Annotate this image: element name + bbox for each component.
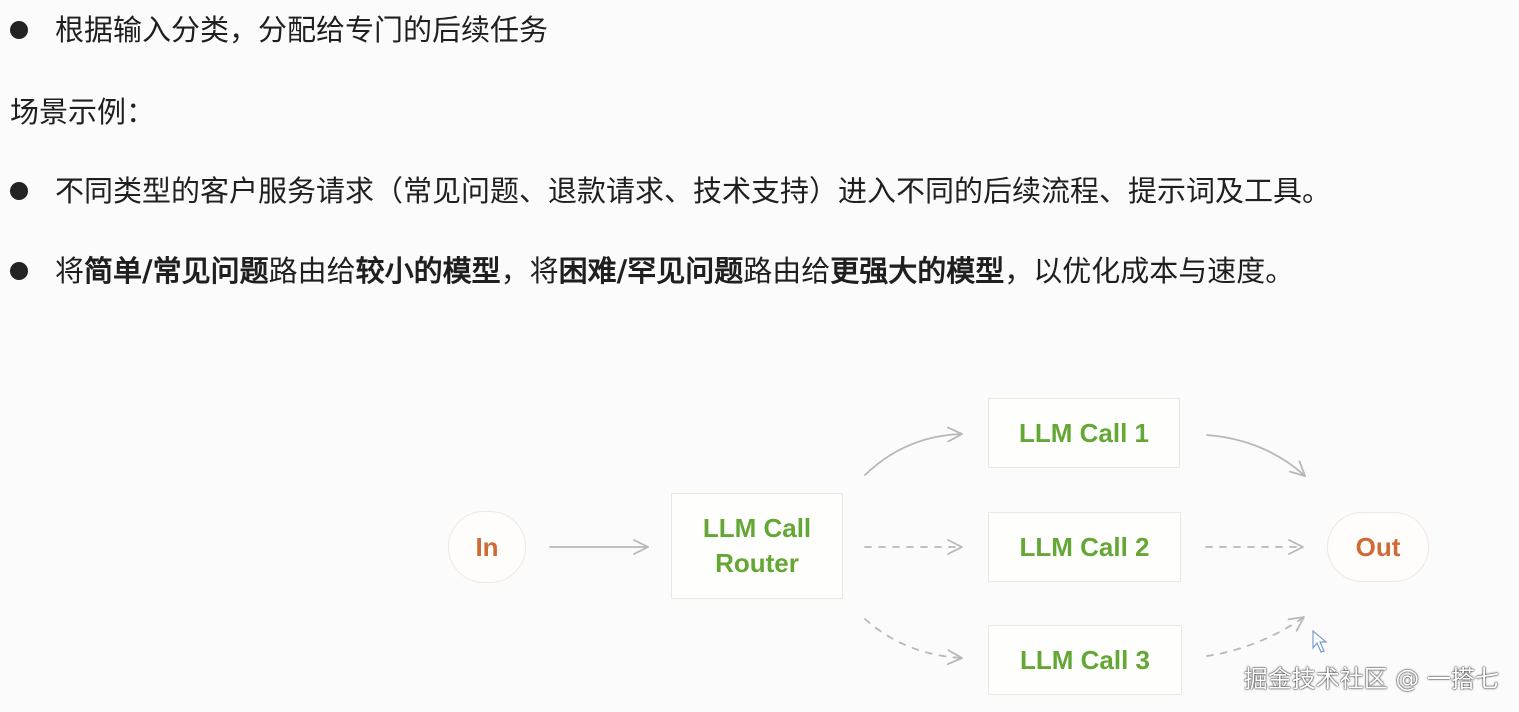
router-label-line-1: LLM Call <box>702 513 812 543</box>
cursor-icon <box>1312 629 1328 653</box>
llm-call-1-node: LLM Call 1 <box>988 398 1180 468</box>
arrow-router-to-call1 <box>864 426 963 476</box>
bullet-dot-icon <box>10 21 28 39</box>
bullet-item-2: 不同类型的客户服务请求（常见问题、退款请求、技术支持）进入不同的后续流程、提示词… <box>10 171 1331 211</box>
text-run: 困难/罕见问题 <box>558 254 744 288</box>
output-node: Out <box>1327 512 1429 582</box>
router-node: LLM Call Router <box>671 493 843 599</box>
llm-call-2-node: LLM Call 2 <box>988 512 1181 582</box>
input-node: In <box>448 511 526 583</box>
text-run: ，将 <box>500 254 559 288</box>
bullet-dot-icon <box>10 182 28 200</box>
llm-call-3-node: LLM Call 3 <box>988 625 1182 695</box>
text-run: 路由给 <box>743 254 831 288</box>
bullet-item-3: 将简单/常见问题路由给较小的模型，将困难/罕见问题路由给更强大的模型，以优化成本… <box>10 251 1294 291</box>
input-label: In <box>475 531 499 562</box>
bullet-text-1: 根据输入分类，分配给专门的后续任务 <box>55 13 549 47</box>
text-run: 将 <box>55 254 85 288</box>
text-run: 较小的模型 <box>355 254 501 288</box>
output-label: Out <box>1355 531 1401 562</box>
bullet-dot-icon <box>10 262 28 280</box>
router-label-line-2: Router <box>715 548 799 578</box>
arrow-call1-to-out <box>1206 434 1306 477</box>
text-run: ，以优化成本与速度。 <box>1004 254 1295 288</box>
arrow-router-to-call3 <box>864 618 963 666</box>
text-run: 更强大的模型 <box>830 254 1005 288</box>
bullet-item-1: 根据输入分类，分配给专门的后续任务 <box>10 10 548 50</box>
bullet-text-2: 不同类型的客户服务请求（常见问题、退款请求、技术支持）进入不同的后续流程、提示词… <box>55 174 1332 208</box>
scenario-heading: 场景示例： <box>10 95 156 129</box>
llm-call-1-label: LLM Call 1 <box>1018 417 1149 448</box>
bullet-text-3: 将简单/常见问题路由给较小的模型，将困难/罕见问题路由给更强大的模型，以优化成本… <box>55 251 1294 291</box>
text-run: 路由给 <box>268 254 356 288</box>
llm-call-2-label: LLM Call 2 <box>1019 531 1150 562</box>
text-run: 简单/常见问题 <box>84 254 269 288</box>
watermark: 掘金技术社区 @ 一搭七 <box>1243 665 1499 693</box>
llm-call-3-label: LLM Call 3 <box>1019 644 1150 675</box>
arrow-call3-to-out <box>1206 616 1305 657</box>
router-label: LLM Call Router <box>703 511 811 581</box>
